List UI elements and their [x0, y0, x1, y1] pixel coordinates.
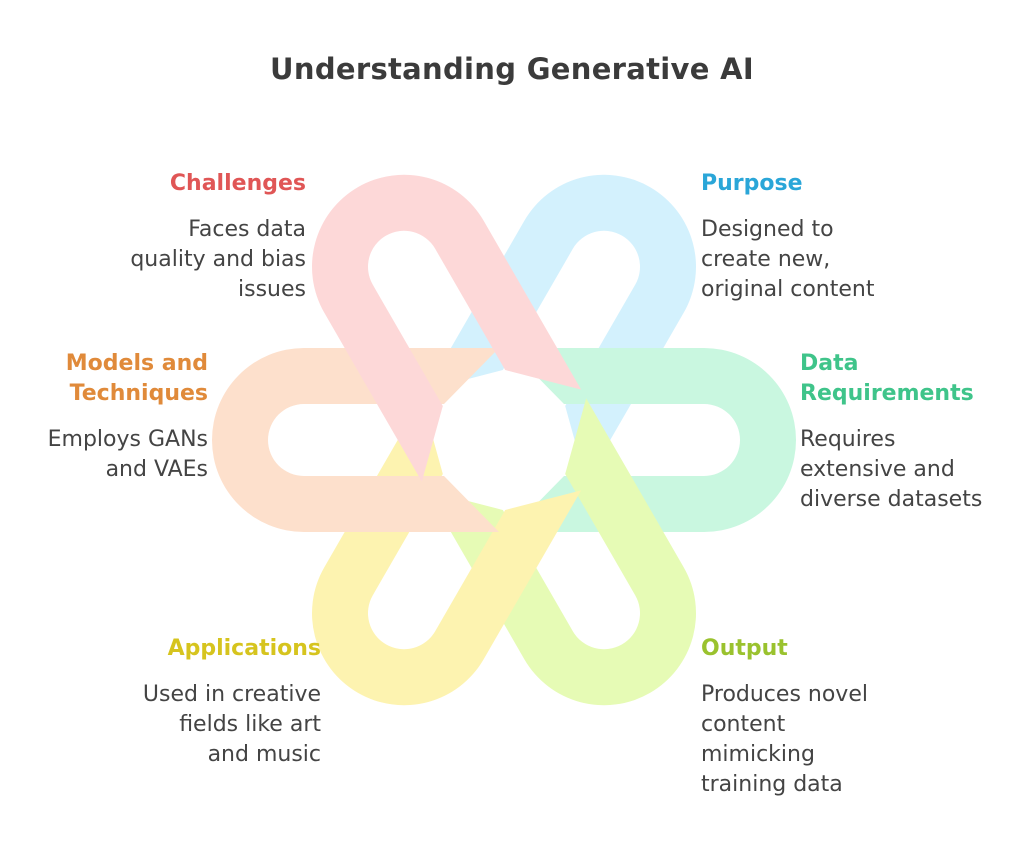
models-title: Models and Techniques [0, 349, 208, 409]
data-line-3: diverse datasets [800, 487, 983, 512]
models-line-2: and VAEs [105, 457, 208, 482]
models-line-1: Employs GANs [47, 427, 208, 452]
output-line-4: training data [701, 772, 843, 797]
applications-loop [312, 398, 582, 706]
applications-description: Used in creative fields like art and mus… [21, 680, 321, 770]
output-loop [426, 398, 696, 706]
data-line-1: Requires [800, 427, 896, 452]
diagram-title: Understanding Generative AI [270, 52, 754, 86]
data-title-line-1: Data [800, 351, 859, 376]
output-line-2: content [701, 712, 786, 737]
data-requirements-title: Data Requirements [800, 349, 1015, 409]
output-line-1: Produces novel [701, 682, 868, 707]
models-block: Models and Techniques Employs GANs and V… [0, 349, 208, 485]
challenges-block: Challenges Faces data quality and bias i… [6, 169, 306, 305]
purpose-line-1: Designed to [701, 217, 834, 242]
applications-line-1: Used in creative [142, 682, 321, 707]
applications-block: Applications Used in creative fields lik… [21, 634, 321, 770]
applications-title: Applications [167, 636, 321, 661]
output-line-3: mimicking [701, 742, 815, 767]
challenges-line-2: quality and bias [130, 247, 306, 272]
data-line-2: extensive and [800, 457, 955, 482]
purpose-line-3: original content [701, 277, 875, 302]
models-title-line-1: Models and [65, 351, 208, 376]
purpose-block: Purpose Designed to create new, original… [701, 169, 1001, 305]
challenges-title: Challenges [169, 171, 306, 196]
purpose-loop [426, 174, 696, 482]
challenges-loop [312, 174, 582, 482]
purpose-title: Purpose [701, 171, 803, 196]
output-block: Output Produces novel content mimicking … [701, 634, 1001, 800]
challenges-line-3: issues [238, 277, 306, 302]
challenges-description: Faces data quality and bias issues [6, 215, 306, 305]
data-requirements-description: Requires extensive and diverse datasets [800, 425, 1015, 515]
purpose-line-2: create new, [701, 247, 831, 272]
models-title-line-2: Techniques [69, 381, 208, 406]
challenges-line-1: Faces data [188, 217, 306, 242]
purpose-description: Designed to create new, original content [701, 215, 1001, 305]
applications-line-2: fields like art [179, 712, 321, 737]
models-description: Employs GANs and VAEs [0, 425, 208, 485]
data-title-line-2: Requirements [800, 381, 974, 406]
models-loop [212, 348, 499, 532]
data-requirements-block: Data Requirements Requires extensive and… [800, 349, 1015, 515]
applications-line-3: and music [207, 742, 321, 767]
output-description: Produces novel content mimicking trainin… [701, 680, 1001, 800]
output-title: Output [701, 636, 788, 661]
